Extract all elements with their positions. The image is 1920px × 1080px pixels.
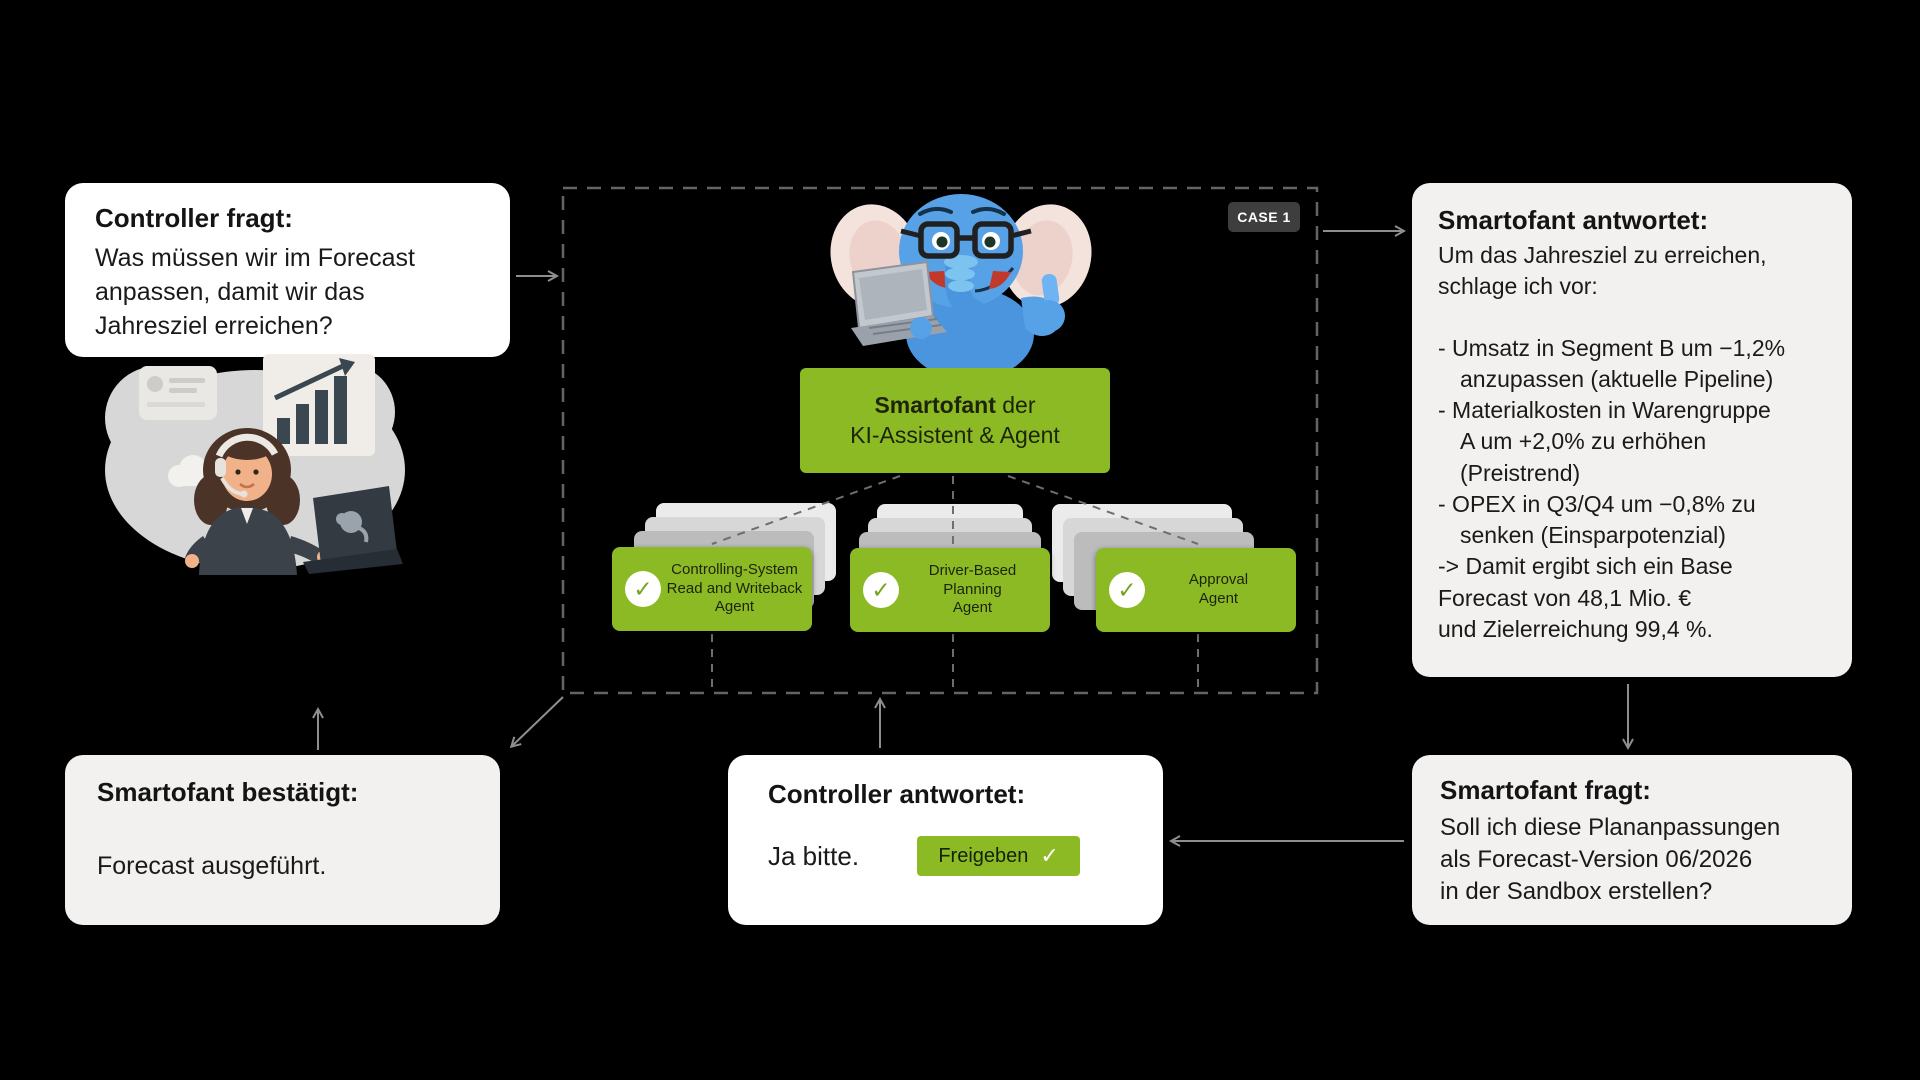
check-icon: ✓ bbox=[1040, 843, 1059, 868]
main-agent-name: Smartofant bbox=[874, 391, 996, 418]
smartofant-answer-box: Smartofant antwortet: Um das Jahresziel … bbox=[1412, 183, 1852, 677]
agent-card-driver-based-planning: ✓ Driver-Based Planning Agent bbox=[850, 548, 1050, 632]
controller-illustration bbox=[105, 354, 405, 575]
answer-bullet: - OPEX in Q3/Q4 um −0,8% zu senken (Eins… bbox=[1438, 490, 1756, 549]
main-agent-suffix: der bbox=[1002, 391, 1036, 418]
box-title: Smartofant fragt: bbox=[1440, 775, 1651, 805]
freigeben-button-label: Freigeben bbox=[938, 844, 1029, 867]
box-title: Smartofant antwortet: bbox=[1438, 205, 1709, 235]
smartofant-followup-box: Smartofant fragt: Soll ich diese Plananp… bbox=[1412, 755, 1852, 925]
box-title: Controller antwortet: bbox=[768, 779, 1026, 809]
agent-card-controlling-system: ✓ Controlling-System Read and Writeback … bbox=[612, 547, 812, 631]
freigeben-button[interactable]: Freigeben ✓ bbox=[917, 836, 1081, 876]
smartofant-confirm-box: Smartofant bestätigt: Forecast ausgeführ… bbox=[65, 755, 500, 925]
box-title: Controller fragt: bbox=[95, 203, 293, 233]
answer-conclusion: -> Damit ergibt sich ein Base Forecast v… bbox=[1438, 553, 1733, 642]
arrow-agent-to-confirm bbox=[509, 696, 564, 749]
controller-question-box: Controller fragt: Was müssen wir im Fore… bbox=[65, 183, 510, 357]
answer-bullet: - Materialkosten in Warengruppe A um +2,… bbox=[1438, 397, 1771, 486]
answer-bullets: - Umsatz in Segment B um −1,2% anzupasse… bbox=[1438, 333, 1826, 646]
case-badge-label: CASE 1 bbox=[1237, 209, 1291, 225]
case-badge: CASE 1 bbox=[1228, 202, 1300, 232]
main-agent-line2: KI-Assistent & Agent bbox=[850, 421, 1060, 448]
check-icon: ✓ bbox=[863, 572, 899, 608]
main-agent-box: Smartofant der KI-Assistent & Agent bbox=[800, 368, 1110, 473]
approve-row: Ja bitte. Freigeben ✓ bbox=[768, 836, 1133, 876]
box-body: Forecast ausgeführt. bbox=[97, 852, 327, 880]
approve-answer-text: Ja bitte. bbox=[768, 840, 860, 871]
box-body: Was müssen wir im Forecast anpassen, dam… bbox=[95, 244, 415, 340]
agent-label: Controlling-System Read and Writeback Ag… bbox=[666, 560, 803, 616]
smartofant-mascot-illustration bbox=[830, 194, 1092, 376]
check-icon: ✓ bbox=[625, 571, 661, 607]
agent-label: Driver-Based Planning Agent bbox=[928, 561, 1017, 617]
check-icon: ✓ bbox=[1109, 572, 1145, 608]
controller-approve-box: Controller antwortet: Ja bitte. Freigebe… bbox=[728, 755, 1163, 925]
box-title: Smartofant bestätigt: bbox=[97, 777, 359, 807]
box-body: Soll ich diese Plananpassungen als Forec… bbox=[1440, 814, 1781, 906]
answer-bullet: - Umsatz in Segment B um −1,2% anzupasse… bbox=[1438, 334, 1786, 392]
agent-card-approval: ✓ Approval Agent bbox=[1096, 548, 1296, 632]
answer-intro: Um das Jahresziel zu erreichen, schlage … bbox=[1438, 242, 1767, 300]
main-agent-line1: Smartofant der bbox=[874, 391, 1035, 421]
agent-label: Approval Agent bbox=[1188, 571, 1249, 607]
